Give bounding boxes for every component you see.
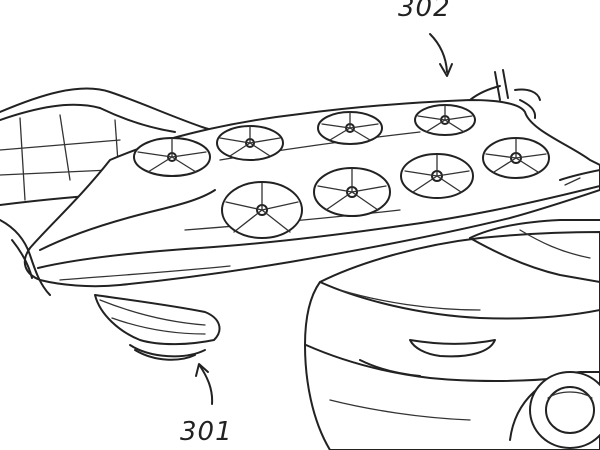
rotor: [133, 137, 211, 177]
rotor: [216, 125, 284, 161]
rotor-array: [133, 104, 550, 239]
leader-arrow-301: [199, 365, 214, 405]
rotor: [313, 167, 391, 217]
rotor: [317, 111, 383, 145]
foreground-car: [304, 219, 600, 450]
rotor: [482, 137, 550, 179]
lower-wing: [94, 294, 221, 361]
reference-301: 301: [180, 363, 233, 447]
rotor: [221, 181, 303, 239]
rotor: [400, 153, 474, 199]
reference-label-301: 301: [180, 417, 233, 447]
background-car: [0, 87, 241, 206]
reference-label-302: 302: [398, 0, 451, 23]
leader-arrow-302: [429, 33, 448, 73]
reference-302: 302: [398, 0, 453, 77]
rotor: [414, 104, 476, 136]
